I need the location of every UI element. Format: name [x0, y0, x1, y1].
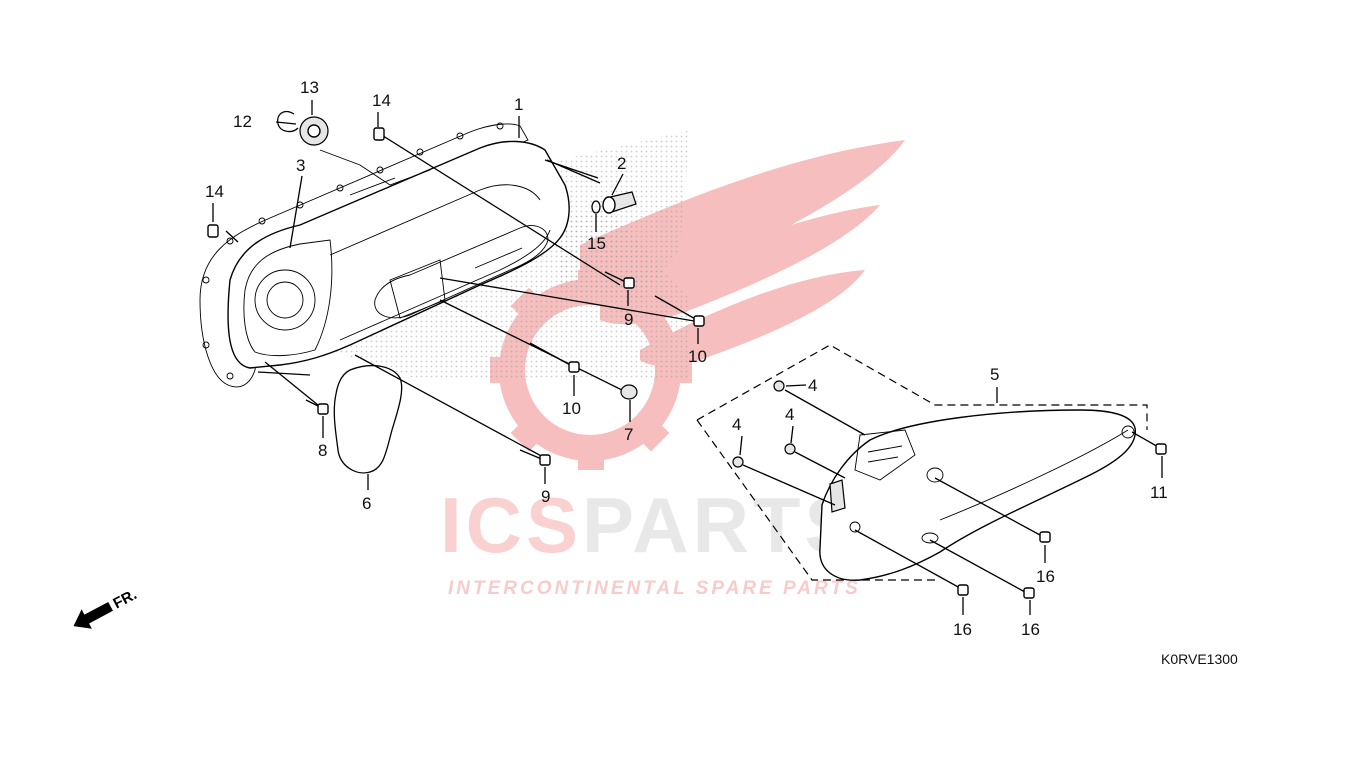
label-part-16a: 16: [1036, 567, 1055, 586]
label-part-10b: 10: [562, 399, 581, 418]
watermark: ICSPARTS INTERCONTINENTAL SPARE PARTS: [330, 130, 905, 599]
label-part-14a: 14: [372, 91, 391, 110]
left-crankcase-cover: [199, 122, 570, 388]
label-part-14b: 14: [205, 182, 224, 201]
direction-label: FR.: [110, 586, 139, 612]
drawing-code: K0RVE1300: [1161, 651, 1238, 667]
label-part-9a: 9: [624, 310, 633, 329]
watermark-brand: ICSPARTS: [440, 481, 861, 569]
outer-cover-subassembly: [696, 344, 1167, 599]
front-direction-marker: FR.: [73, 586, 140, 629]
label-part-11: 11: [1150, 483, 1168, 502]
label-part-4b: 4: [785, 405, 794, 424]
label-part-16c: 16: [953, 620, 972, 639]
label-part-3: 3: [296, 156, 305, 175]
watermark-tagline: INTERCONTINENTAL SPARE PARTS: [448, 578, 861, 599]
watermark-brand-grey: PARTS: [582, 481, 861, 569]
small-parts: [207, 110, 705, 474]
label-part-1: 1: [514, 95, 523, 114]
label-part-15: 15: [587, 234, 606, 253]
label-part-4c: 4: [732, 415, 741, 434]
label-part-16b: 16: [1021, 620, 1040, 639]
arrow-left-icon: [73, 601, 113, 629]
label-part-12: 12: [233, 112, 252, 131]
label-part-5: 5: [990, 365, 999, 384]
watermark-brand-red: ICS: [440, 481, 582, 569]
label-part-9b: 9: [541, 487, 550, 506]
label-part-6: 6: [362, 494, 371, 513]
label-part-2: 2: [617, 154, 626, 173]
part-labels: 1 2 3 4 4 4 5 6 7 8 9 9 10 10 11 12 13 1…: [205, 78, 1168, 639]
label-part-4a: 4: [808, 376, 817, 395]
label-part-7: 7: [624, 425, 633, 444]
leader-lines: [225, 116, 701, 459]
label-part-10a: 10: [688, 347, 707, 366]
label-part-13: 13: [300, 78, 319, 97]
label-part-8: 8: [318, 441, 327, 460]
